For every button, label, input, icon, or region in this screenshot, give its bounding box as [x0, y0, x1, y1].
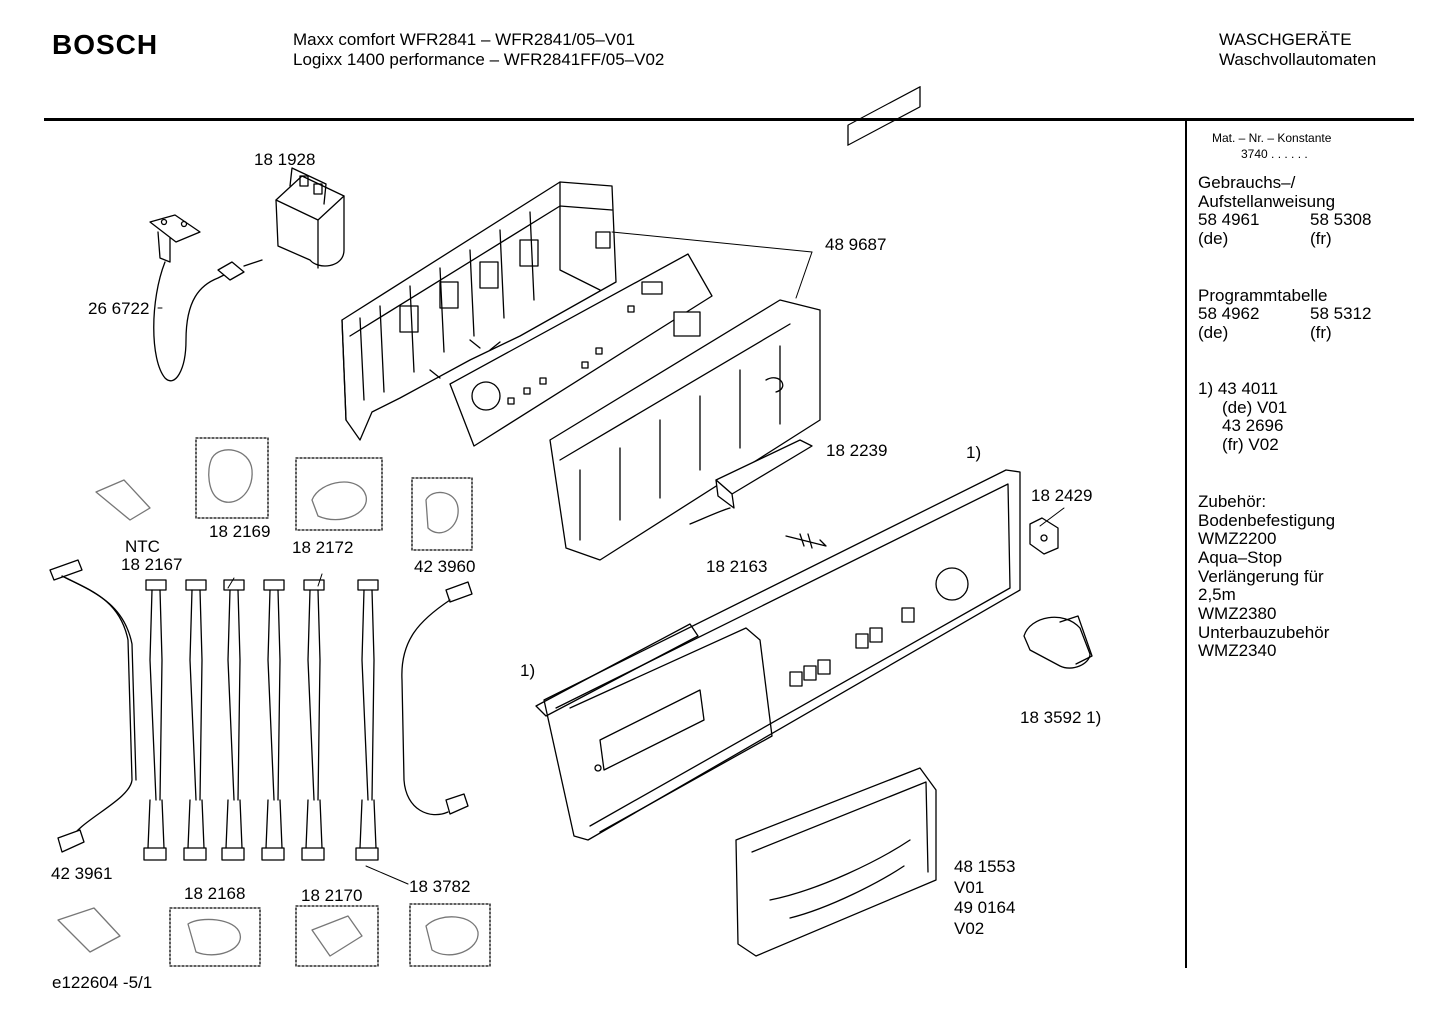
program-de-number: 58 4962	[1198, 304, 1260, 323]
program-title: Programmtabelle	[1198, 286, 1328, 305]
accessory-line-4: Aqua–Stop	[1198, 548, 1283, 567]
konstante-label: Mat. – Nr. – Konstante	[1212, 131, 1332, 145]
note-line-4: (fr) V02	[1222, 435, 1279, 454]
display-part	[689, 439, 813, 525]
sidebar-divider	[1185, 120, 1187, 968]
part-label-182168: 18 2168	[184, 884, 246, 903]
note-ref-panel: 1)	[966, 443, 982, 462]
dotted-part-boxes	[169, 437, 491, 967]
category-line-1: WASCHGERÄTE	[1219, 30, 1352, 49]
part-label-182169: 18 2169	[209, 522, 271, 541]
dotted-part-icons	[57, 449, 479, 957]
part-label-489687: 48 9687	[825, 235, 887, 254]
manual-de-lang: (de)	[1198, 229, 1229, 248]
manual-fr-number: 58 5308	[1310, 210, 1372, 229]
part-variant-v02: V02	[954, 919, 985, 938]
manual-title-1: Gebrauchs–/	[1198, 173, 1296, 192]
part-label-423960: 42 3960	[414, 557, 476, 576]
header-divider	[44, 118, 1414, 121]
part-label-182163: 18 2163	[706, 557, 768, 576]
part-label-182170: 18 2170	[301, 886, 363, 905]
accessory-line-7: WMZ2380	[1198, 604, 1277, 623]
accessory-line-5: Verlängerung für	[1198, 567, 1324, 586]
program-fr-number: 58 5312	[1310, 304, 1372, 323]
part-label-182167: 18 2167	[121, 555, 183, 574]
knob-part	[1023, 615, 1093, 669]
manual-fr-lang: (fr)	[1310, 229, 1332, 248]
model-line-2: Logixx 1400 performance – WFR2841FF/05–V…	[293, 50, 665, 69]
konstante-value: 3740 . . . . . .	[1241, 147, 1308, 161]
part-variant-v01: V01	[954, 878, 985, 897]
category-line-2: Waschvollautomaten	[1219, 50, 1377, 69]
part-label-182429: 18 2429	[1031, 486, 1093, 505]
accessory-line-8: Unterbauzubehör	[1198, 623, 1330, 642]
note-line-3: 43 2696	[1222, 416, 1284, 435]
note-line-2: (de) V01	[1222, 398, 1288, 417]
spring-part	[785, 533, 827, 549]
part-label-183592: 18 3592 1)	[1020, 708, 1102, 727]
drawer-handle-part	[735, 767, 937, 957]
leader-lines	[157, 231, 1065, 885]
wire-harnesses	[49, 559, 473, 861]
part-label-182239: 18 2239	[826, 441, 888, 460]
part-label-181928: 18 1928	[254, 150, 316, 169]
circuit-board-part	[449, 253, 713, 447]
brand-logo: BOSCH	[52, 29, 159, 60]
note-line-1: 1) 43 4011	[1198, 379, 1279, 398]
part-label-182172: 18 2172	[292, 538, 354, 557]
part-label-ntc: NTC	[125, 537, 160, 556]
lower-frame-part	[549, 299, 821, 561]
manual-de-number: 58 4961	[1198, 210, 1260, 229]
program-de-lang: (de)	[1198, 323, 1229, 342]
accessory-line-9: WMZ2340	[1198, 641, 1277, 660]
power-cord-part	[149, 214, 263, 382]
control-module-housing	[341, 181, 617, 441]
part-label-423961: 42 3961	[51, 864, 113, 883]
front-control-panel	[535, 86, 1021, 841]
part-label-490164: 49 0164	[954, 898, 1016, 917]
drawing-id: e122604 -5/1	[52, 973, 153, 992]
model-line-1: Maxx comfort WFR2841 – WFR2841/05–V01	[293, 30, 636, 49]
note-ref-gasket: 1)	[520, 661, 536, 680]
program-fr-lang: (fr)	[1310, 323, 1332, 342]
accessory-line-1: Zubehör:	[1198, 492, 1267, 511]
manual-title-2: Aufstellanweisung	[1198, 192, 1336, 211]
clip-part	[1029, 517, 1059, 555]
exploded-parts-drawing	[49, 86, 1093, 967]
capacitor-part	[275, 167, 345, 269]
accessory-line-6: 2,5m	[1198, 585, 1236, 604]
part-label-183782: 18 3782	[409, 877, 471, 896]
part-label-266722: 26 6722	[88, 299, 150, 318]
accessory-line-2: Bodenbefestigung	[1198, 511, 1336, 530]
part-label-481553: 48 1553	[954, 857, 1016, 876]
accessory-line-3: WMZ2200	[1198, 529, 1277, 548]
